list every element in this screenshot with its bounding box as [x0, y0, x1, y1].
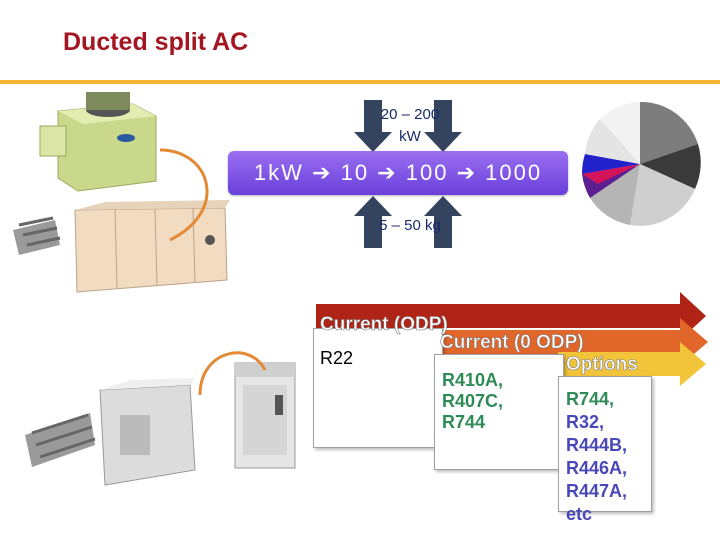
current-zero-odp-header: Current (0 ODP) [440, 332, 584, 354]
options-item: etc [566, 504, 593, 524]
condensing-unit-image [234, 362, 296, 469]
scale-text: 100 [405, 160, 449, 185]
options-item: R446A, [566, 458, 628, 478]
current-zero-odp-panel [434, 354, 564, 470]
capacity-range-label: 20 – 200 kW [380, 106, 440, 145]
options-header: Options [566, 354, 638, 376]
options-item: R447A, [566, 481, 628, 501]
arrow-right-icon: ➔ [369, 160, 406, 185]
capacity-scale-bar: 1kW ➔ 10 ➔ 100 ➔ 1000 [228, 151, 568, 195]
refrigerant-share-pie [581, 101, 701, 226]
capacity-arrow [354, 100, 462, 152]
current-odp-item: R22 [320, 348, 354, 368]
charge-arrow [354, 196, 462, 248]
current-zero-odp-item: R410A, [442, 370, 504, 390]
current-zero-odp-item: R744 [442, 412, 486, 432]
current-zero-odp-item: R407C, [442, 391, 504, 411]
current-odp-panel [313, 328, 443, 448]
arrow-right-icon: ➔ [448, 160, 486, 185]
options-item: R744, [566, 389, 615, 409]
charge-range-label: 5 – 50 kg [379, 217, 441, 234]
options-item: R32, [566, 412, 605, 432]
page-title: Ducted split AC [63, 28, 249, 56]
options-item: R444B, [566, 435, 628, 455]
title-rule [0, 80, 720, 84]
scale-text: 1kW [253, 160, 304, 185]
indoor-ducted-unit-image [25, 378, 196, 486]
arrow-right-icon: ➔ [303, 160, 341, 185]
options-panel [558, 376, 652, 512]
scale-text: 10 [340, 160, 370, 185]
scale-text: 1000 [485, 160, 543, 185]
current-odp-header: Current (ODP) [320, 314, 448, 336]
outdoor-unit-image [39, 92, 157, 192]
